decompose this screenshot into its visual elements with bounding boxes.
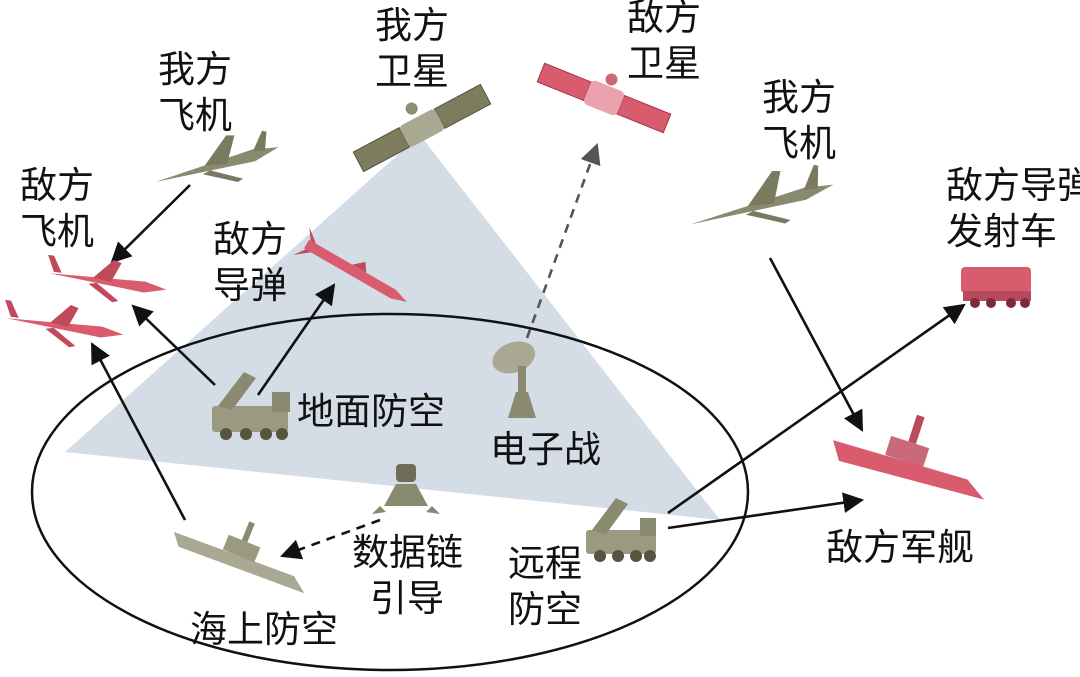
arrows <box>90 143 966 560</box>
our-aircraft-left-icon <box>155 130 279 182</box>
label-enemy-warship: 敌方军舰 <box>826 526 974 569</box>
ground-air-defense-vehicle-icon <box>212 372 290 440</box>
enemy-missile-launcher-icon <box>961 267 1031 308</box>
label-datalink-guidance-line1: 数据链 <box>352 531 463 574</box>
electronic-warfare-dish-icon <box>492 341 536 418</box>
arrow-ew-to-enemy-satellite <box>525 143 601 339</box>
our-aircraft-right-icon <box>690 164 834 225</box>
label-enemy-satellite-line2: 卫星 <box>627 42 701 85</box>
arrow-datalink-to-sea-ad <box>280 518 381 560</box>
label-our-aircraft-right-line1: 我方 <box>762 76 836 119</box>
label-our-satellite-line1: 我方 <box>375 4 449 47</box>
label-datalink-guidance-line2: 引导 <box>370 577 444 620</box>
long-range-air-defense-vehicle-icon <box>586 498 656 562</box>
satellite-coverage-area <box>65 135 720 520</box>
label-ground-air-defense: 地面防空 <box>297 390 445 433</box>
arrow-sea-ad-to-enemy-aircraft <box>90 342 187 521</box>
enemy-satellite-icon <box>536 62 672 134</box>
label-electronic-warfare: 电子战 <box>490 428 601 471</box>
label-enemy-satellite-line1: 敌方 <box>627 0 701 39</box>
label-our-aircraft-left-line1: 我方 <box>158 48 232 91</box>
sea-air-defense-ship-icon <box>173 521 305 594</box>
enemy-missile-icon <box>293 227 407 302</box>
label-enemy-aircraft-line1: 敌方 <box>20 164 94 207</box>
label-enemy-missile-line2: 导弹 <box>213 264 287 307</box>
label-enemy-missile-launcher-line2: 发射车 <box>946 210 1057 253</box>
datalink-radar-icon <box>372 464 440 514</box>
label-long-range-air-defense-line2: 防空 <box>508 588 582 631</box>
arrow-our-aircraft-to-enemy-aircraft <box>110 184 191 264</box>
label-enemy-missile-launcher-line1: 敌方导弹 <box>946 164 1080 207</box>
label-our-aircraft-left-line2: 飞机 <box>158 94 232 137</box>
enemy-aircraft-icon-2 <box>5 299 124 348</box>
our-satellite-icon <box>352 83 492 173</box>
label-our-satellite-line2: 卫星 <box>375 50 449 93</box>
defense-zone-ellipse <box>30 312 750 672</box>
arrow-long-range-ad-to-launcher <box>667 303 966 515</box>
label-enemy-missile-line1: 敌方 <box>213 218 287 261</box>
label-sea-air-defense: 海上防空 <box>190 608 338 651</box>
label-our-aircraft-right-line2: 飞机 <box>762 122 836 165</box>
label-long-range-air-defense-line1: 远程 <box>508 542 582 585</box>
enemy-warship-icon <box>833 414 985 500</box>
label-enemy-aircraft-line2: 飞机 <box>20 210 94 253</box>
arrow-ground-ad-to-enemy-aircraft <box>131 304 216 386</box>
arrow-ground-ad-to-enemy-missile <box>256 283 336 396</box>
arrow-our-aircraft-right-to-warship <box>768 257 864 432</box>
enemy-aircraft-icon-1 <box>48 254 167 303</box>
arrow-long-range-ad-to-warship <box>667 492 865 530</box>
